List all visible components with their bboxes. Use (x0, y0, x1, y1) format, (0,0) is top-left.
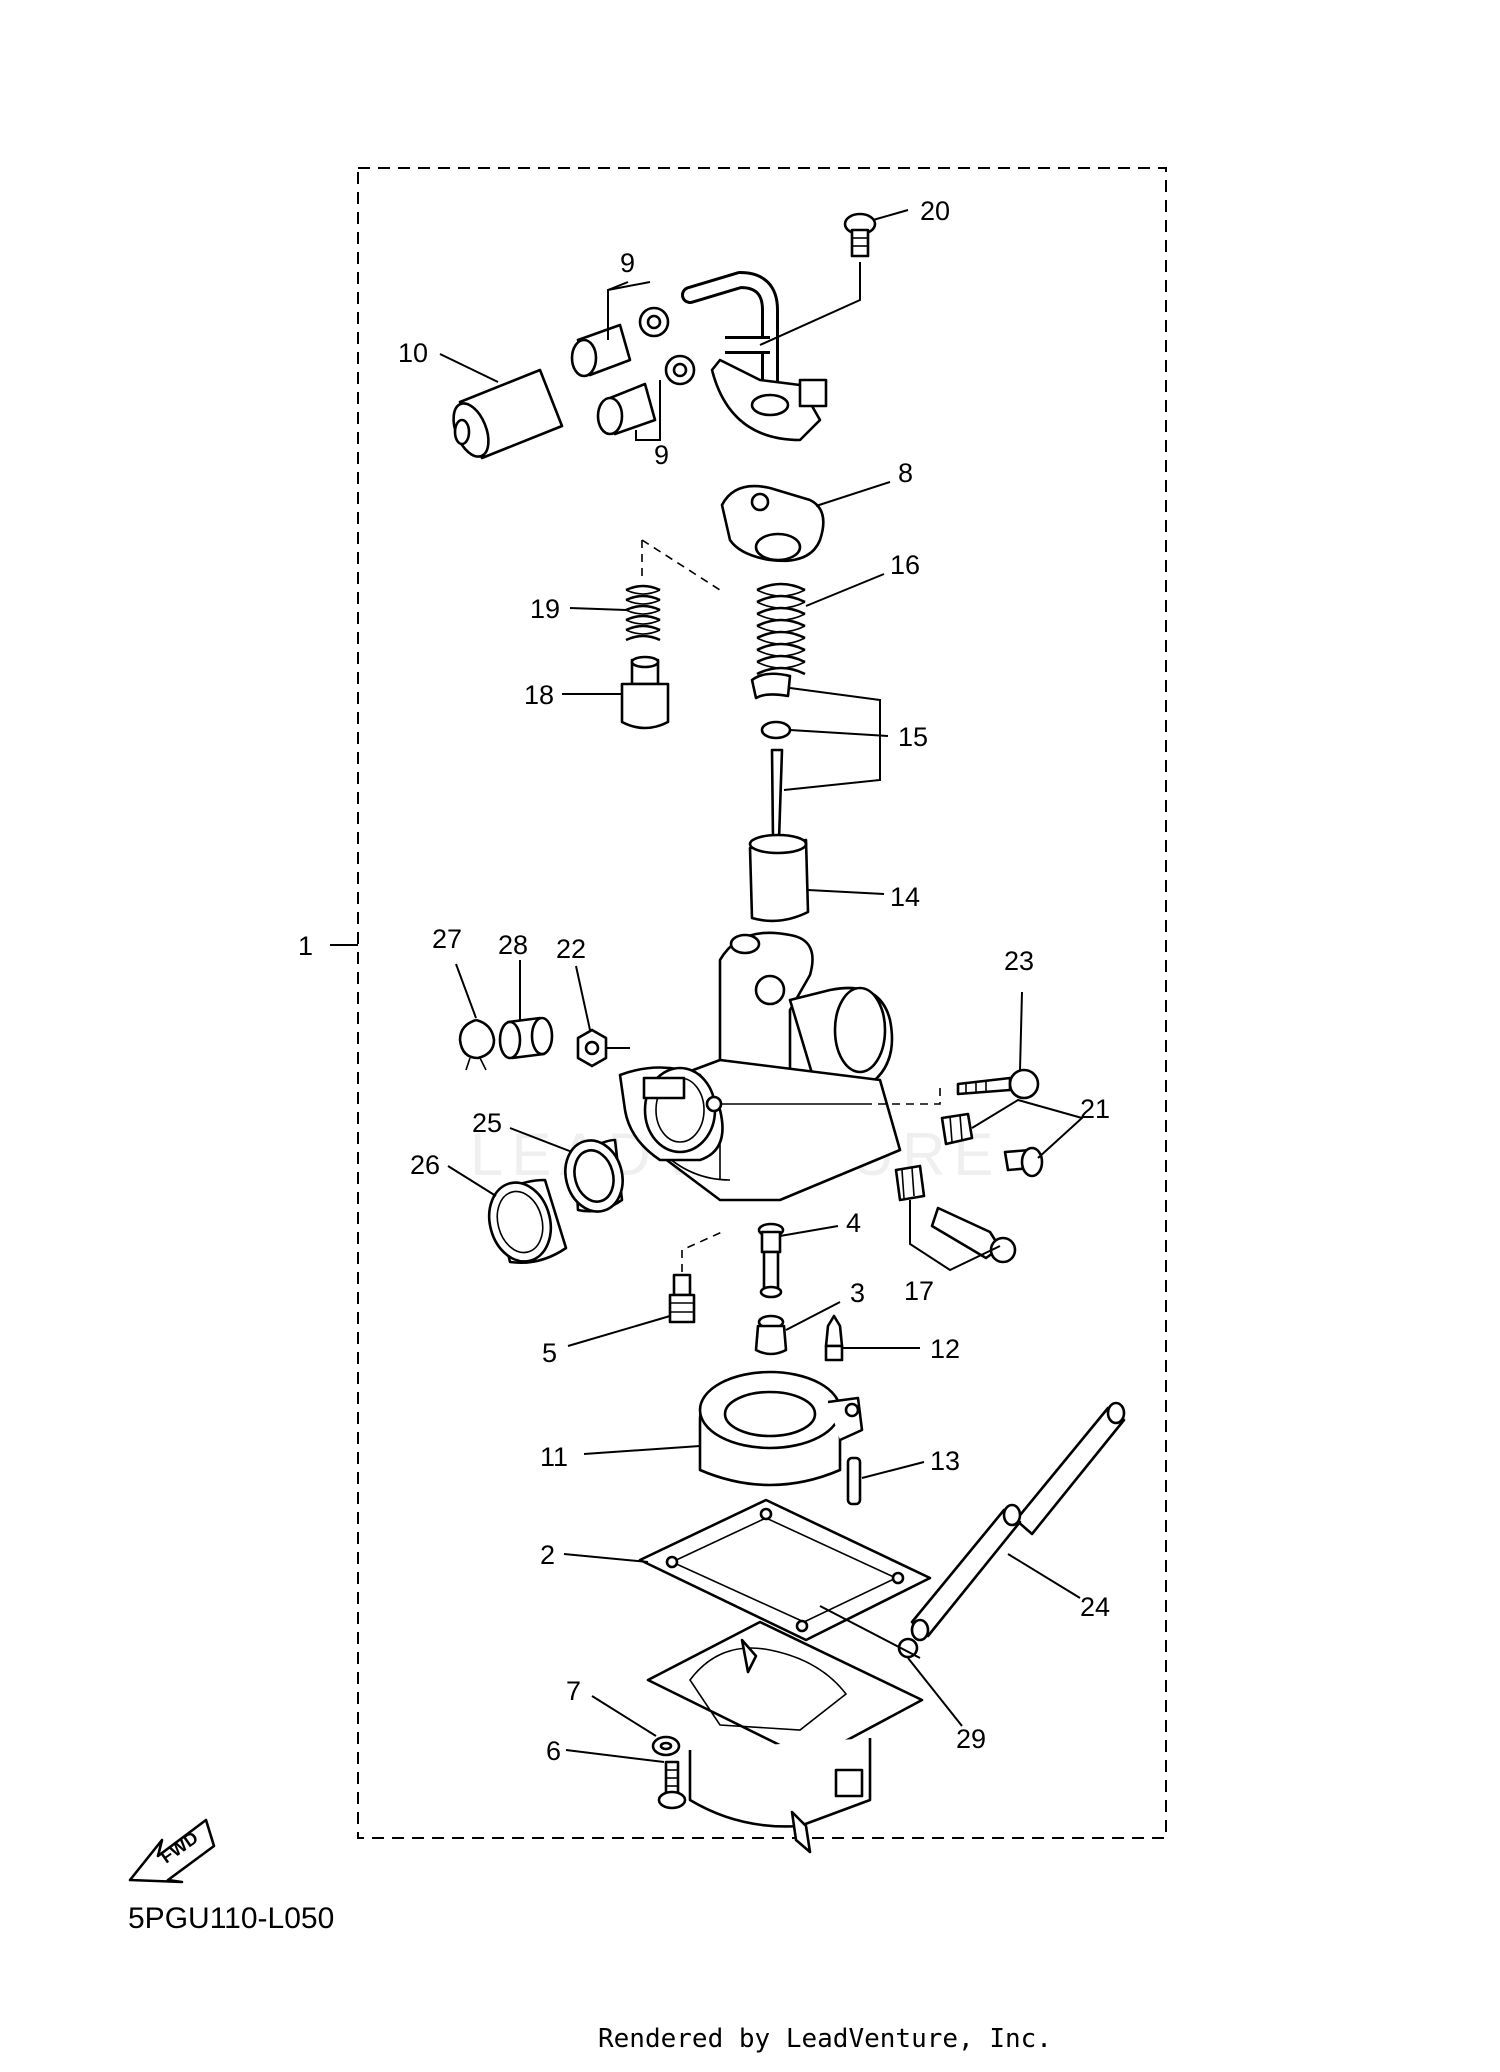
part-9-upper (570, 306, 670, 378)
callout-14: 14 (890, 882, 920, 912)
part-24-drain-tube (910, 1401, 1126, 1642)
callout-2: 2 (540, 1540, 555, 1570)
callout-3: 3 (850, 1278, 865, 1308)
part-21-air-screw (940, 1112, 1044, 1178)
callout-28: 28 (498, 930, 528, 960)
part-16-spring (755, 582, 807, 678)
part-27-clip (458, 1018, 496, 1071)
part-23-screw (956, 1068, 1040, 1100)
part-10-tube (452, 368, 564, 460)
part-6-screw (657, 1760, 687, 1810)
callout-17: 17 (904, 1276, 934, 1306)
callout-20: 20 (920, 196, 950, 226)
part-float-bowl (646, 1620, 924, 1854)
callout-4: 4 (846, 1208, 861, 1238)
leader-lines (330, 209, 1085, 1763)
part-25-ring (564, 1138, 624, 1213)
part-elbow-fitting (681, 271, 828, 442)
part-14-slide (748, 833, 810, 923)
callout-21: 21 (1080, 1094, 1110, 1124)
part-11-float (698, 1370, 864, 1487)
callout-9b: 9 (654, 440, 669, 470)
part-7-washer (651, 1735, 681, 1757)
callout-5: 5 (542, 1338, 557, 1368)
assembly-boundary (357, 167, 1167, 1839)
part-13-pin (846, 1456, 862, 1506)
callout-7: 7 (566, 1676, 581, 1706)
callout-1: 1 (298, 931, 313, 961)
part-12-float-valve (824, 1314, 844, 1362)
part-linkage (705, 1095, 870, 1113)
part-22-nut (576, 1028, 608, 1068)
callout-29: 29 (956, 1724, 986, 1754)
part-26-ring (487, 1178, 568, 1264)
part-17-throttle-screw (894, 1164, 1017, 1264)
part-20-screw (843, 212, 877, 258)
callout-25: 25 (472, 1108, 502, 1138)
callout-10: 10 (398, 338, 428, 368)
part-19-spring (625, 584, 661, 642)
callout-12: 12 (930, 1334, 960, 1364)
part-carburetor-body (618, 931, 902, 1202)
callout-15: 15 (898, 722, 928, 752)
diagram-code: 5PGU110-L050 (128, 1902, 335, 1935)
part-18-jet (620, 655, 670, 730)
callout-19: 19 (530, 594, 560, 624)
callout-9a: 9 (620, 248, 635, 278)
part-15-needle-set (750, 672, 792, 852)
part-3-main-jet (754, 1314, 788, 1356)
callout-6: 6 (546, 1736, 561, 1766)
part-28-collar (498, 1016, 554, 1060)
part-8-plate (720, 484, 825, 563)
callout-11: 11 (540, 1442, 568, 1472)
callout-18: 18 (524, 680, 554, 710)
render-credit: Rendered by LeadVenture, Inc. (598, 2024, 1052, 2054)
callout-27: 27 (432, 924, 462, 954)
part-4-jet-holder (757, 1222, 785, 1299)
part-2-gasket (638, 1498, 932, 1642)
callout-8: 8 (898, 458, 913, 488)
callout-16: 16 (890, 550, 920, 580)
callout-13: 13 (930, 1446, 960, 1476)
fwd-arrow-icon: FWD (128, 1818, 216, 1884)
part-9-lower (596, 354, 696, 436)
callout-22: 22 (556, 934, 586, 964)
callout-24: 24 (1080, 1592, 1110, 1622)
callout-23: 23 (1004, 946, 1034, 976)
part-5-pilot-jet (668, 1273, 696, 1324)
callouts: 1 2 3 4 5 6 7 8 9 9 10 11 12 13 14 15 16… (298, 196, 1110, 1766)
callout-26: 26 (410, 1150, 440, 1180)
